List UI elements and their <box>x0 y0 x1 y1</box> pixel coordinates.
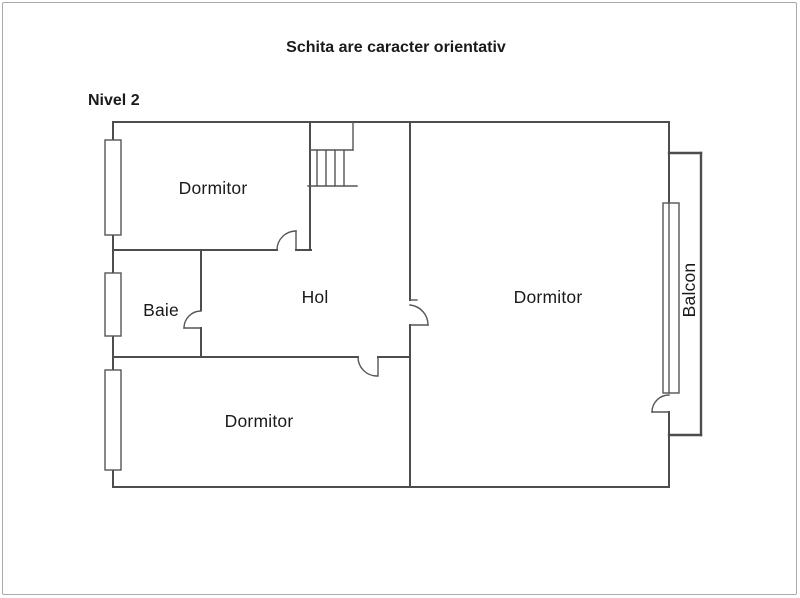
door-arc-dormitor-top <box>276 230 297 251</box>
outer-walls <box>112 121 670 488</box>
doors <box>183 230 670 413</box>
room-labels: Dormitor Baie Hol Dormitor Dormitor Balc… <box>143 178 699 431</box>
plan-disclaimer-title: Schita are caracter orientativ <box>286 39 506 56</box>
room-label-dormitor-right: Dormitor <box>514 287 583 307</box>
balcony-outline <box>667 151 703 437</box>
window-dormitor-bottom <box>104 369 122 471</box>
level-label: Nivel 2 <box>88 92 140 109</box>
interior-walls <box>112 121 411 488</box>
room-label-balcon: Balcon <box>679 263 699 318</box>
room-label-dormitor-top: Dormitor <box>179 178 248 198</box>
windows <box>104 139 680 471</box>
room-label-dormitor-bottom: Dormitor <box>225 411 294 431</box>
window-dormitor-top <box>104 139 122 236</box>
door-arc-balcon <box>651 394 670 413</box>
room-label-baie: Baie <box>143 300 179 320</box>
window-baie <box>104 272 122 337</box>
door-arc-dormitor-right <box>409 304 429 326</box>
door-arc-baie <box>183 310 202 329</box>
window-balcon <box>662 202 680 394</box>
door-arc-dormitor-bottom <box>357 356 378 377</box>
room-label-hol: Hol <box>302 287 329 307</box>
stairs <box>307 121 358 187</box>
